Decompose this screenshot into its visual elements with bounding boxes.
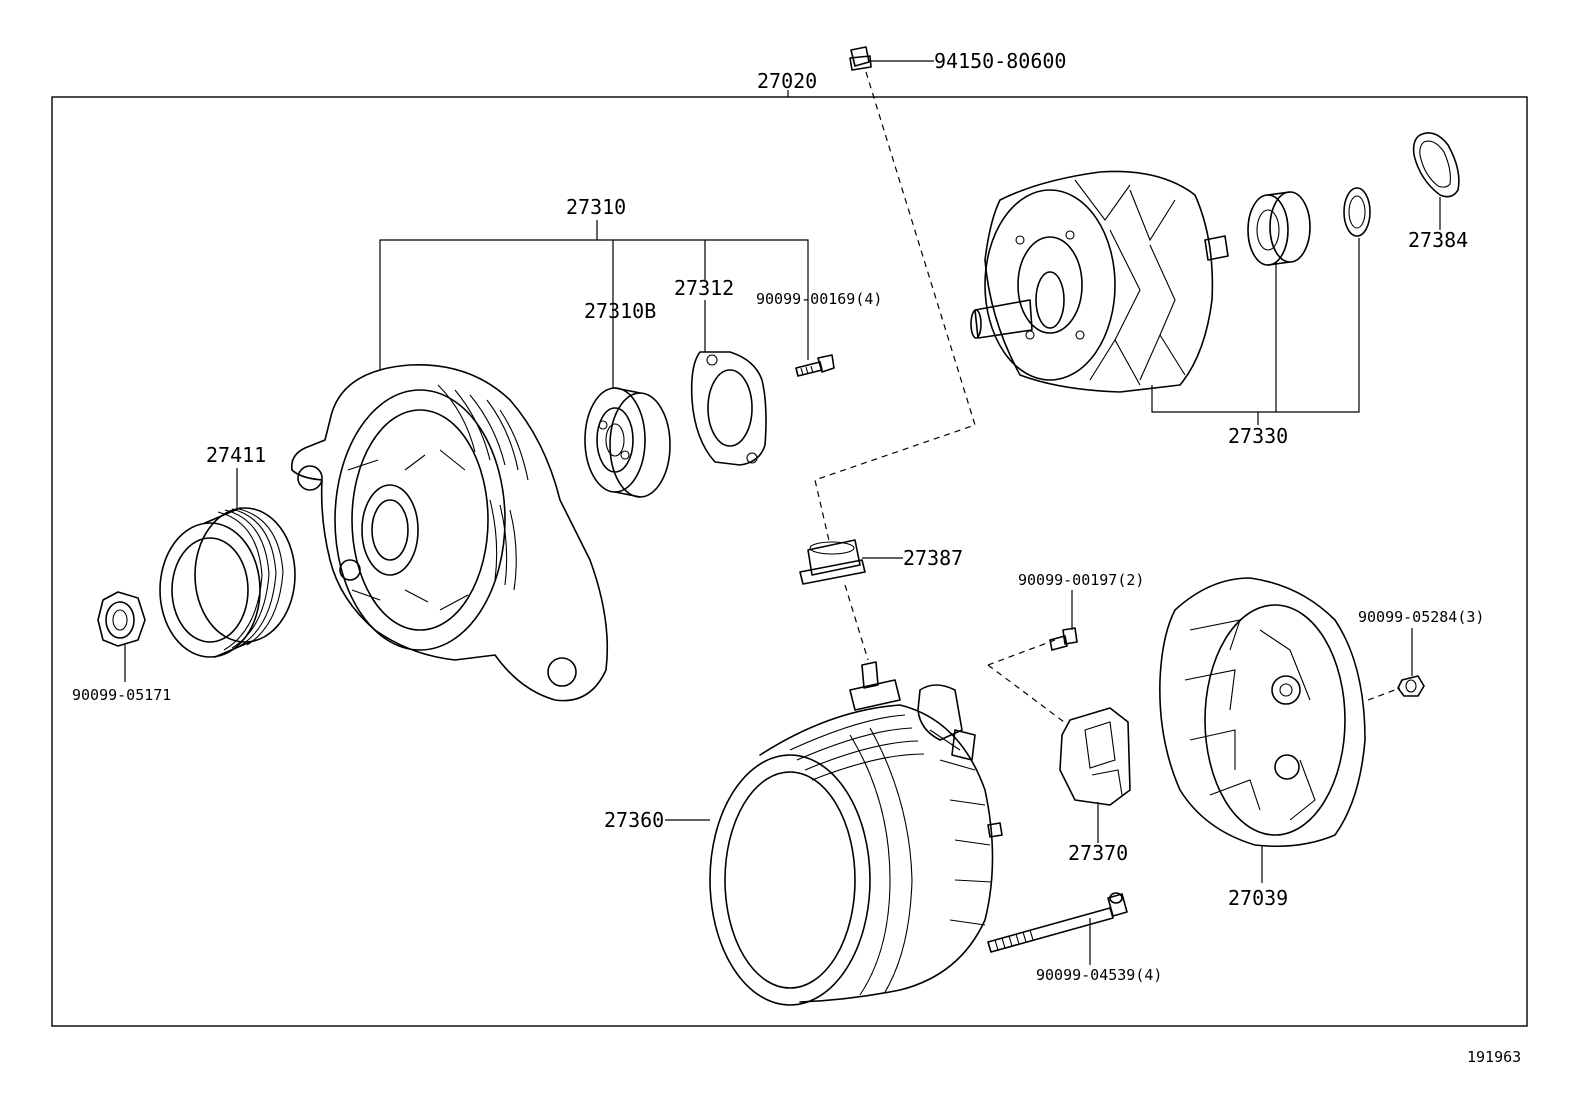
label-27310B: 27310B (584, 299, 656, 323)
rotor-27330 (970, 170, 1229, 393)
washer-rotor (1343, 187, 1371, 237)
label-90099-05171: 90099-05171 (72, 686, 171, 704)
bolt-90099-04539 (987, 892, 1128, 953)
label-27330: 27330 (1228, 424, 1288, 448)
label-27310: 27310 (566, 195, 626, 219)
nut-94150-80600 (849, 46, 872, 71)
bearing-rotor (1247, 191, 1311, 266)
illustration-number: 191963 (1467, 1048, 1521, 1066)
nut-90099-05284 (1397, 675, 1425, 697)
label-27312: 27312 (674, 276, 734, 300)
insulator-27387 (799, 539, 866, 585)
screw-90099-00169 (795, 354, 835, 377)
label-90099-04539: 90099-04539(4) (1036, 966, 1162, 984)
label-27387: 27387 (903, 546, 963, 570)
label-27039: 27039 (1228, 886, 1288, 910)
label-27384: 27384 (1408, 228, 1468, 252)
pulley-27411 (159, 507, 296, 658)
label-27370: 27370 (1068, 841, 1128, 865)
bearing-27310B (584, 387, 671, 498)
drive-end-frame (290, 363, 609, 702)
rear-cover-27039 (1159, 577, 1366, 847)
nut-90099-05171 (97, 591, 146, 647)
stator-housing-27360 (709, 661, 1003, 1006)
assembly-frame (51, 96, 1528, 1027)
ring-27384 (1412, 132, 1460, 198)
label-90099-05284: 90099-05284(3) (1358, 608, 1484, 626)
label-94150-80600: 94150-80600 (934, 49, 1066, 73)
label-27020: 27020 (757, 69, 817, 93)
label-27411: 27411 (206, 443, 266, 467)
brush-holder-27370 (1059, 707, 1131, 806)
retainer-plate-27312 (690, 351, 767, 466)
label-27360: 27360 (604, 808, 664, 832)
label-90099-00169: 90099-00169(4) (756, 290, 882, 308)
label-90099-00197: 90099-00197(2) (1018, 571, 1144, 589)
screw-90099-00197 (1049, 627, 1078, 651)
